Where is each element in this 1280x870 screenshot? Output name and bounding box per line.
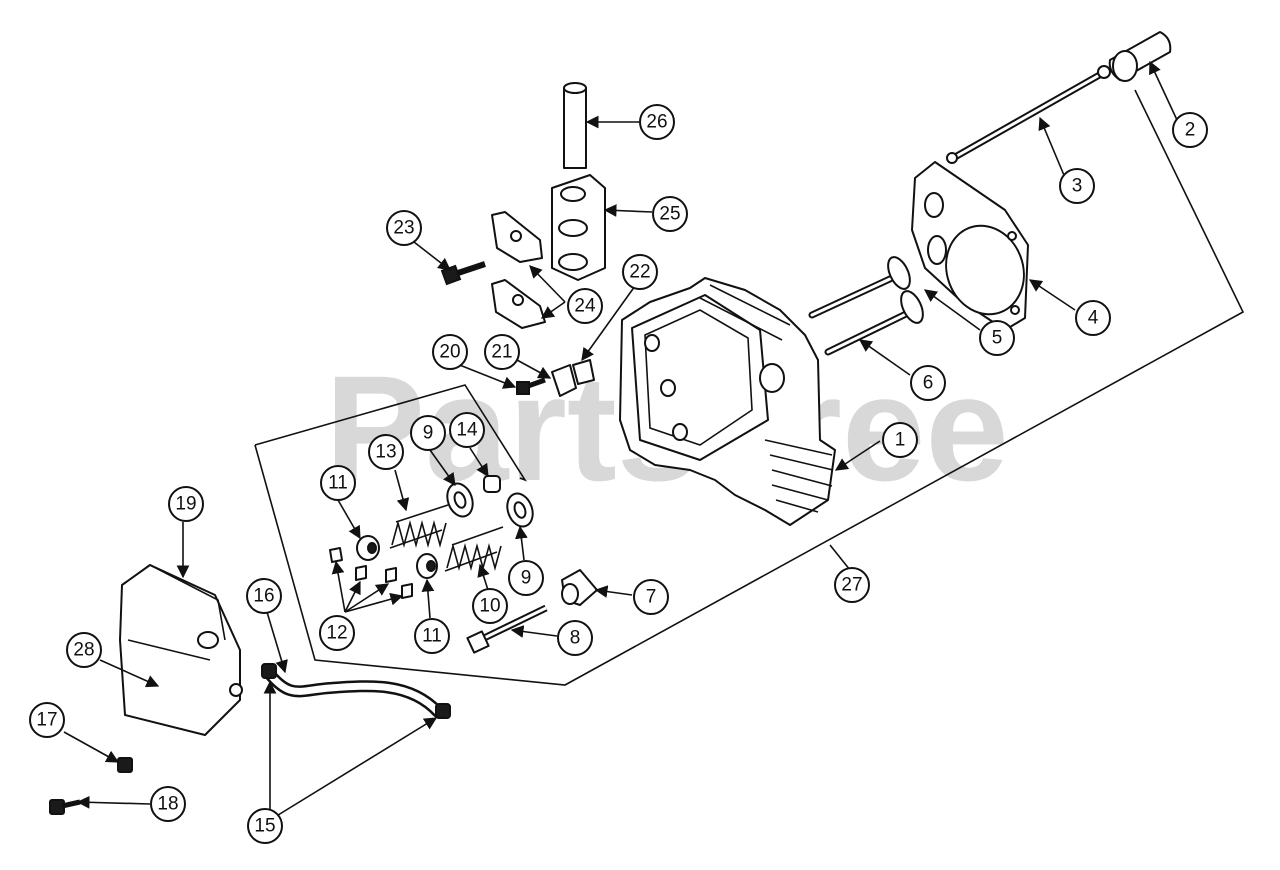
- callout-12: 12: [319, 615, 355, 651]
- push-rod-part-3: [946, 65, 1111, 164]
- leader-lines: [63, 60, 1178, 821]
- svg-text:20: 20: [439, 342, 460, 363]
- svg-text:11: 11: [328, 473, 348, 494]
- svg-text:2: 2: [1185, 120, 1196, 141]
- valve-part-6: [824, 290, 924, 356]
- spring-retainer-part-9-lower: [506, 492, 534, 528]
- cylinder-head-part-1: [619, 277, 836, 526]
- callout-2: 2: [1172, 112, 1208, 148]
- bolt-part-18: [49, 799, 81, 815]
- svg-text:4: 4: [1088, 308, 1099, 329]
- bolt-part-8: [466, 604, 548, 654]
- rocker-cover-part-19: [119, 564, 243, 736]
- svg-text:15: 15: [254, 816, 275, 837]
- rocker-arm-part-24-lower: [491, 279, 546, 329]
- callout-11-lower: 11: [414, 618, 450, 654]
- callout-17: 17: [29, 702, 65, 738]
- callout-15: 15: [247, 808, 283, 844]
- callout-11-upper: 11: [320, 465, 356, 501]
- bracket-part-21: [551, 364, 577, 397]
- svg-text:9: 9: [423, 423, 434, 444]
- callout-13: 13: [368, 434, 404, 470]
- rocker-arm-part-24-upper: [491, 211, 543, 263]
- callout-24: 24: [567, 288, 603, 324]
- callout-21: 21: [484, 334, 520, 370]
- svg-text:22: 22: [629, 262, 650, 283]
- svg-text:28: 28: [73, 640, 94, 661]
- callout-8: 8: [557, 620, 593, 656]
- svg-text:19: 19: [175, 494, 196, 515]
- bolt-part-23: [440, 261, 486, 286]
- svg-text:27: 27: [841, 575, 862, 596]
- valve-seal-part-14: [483, 475, 501, 493]
- callout-20: 20: [432, 334, 468, 370]
- callout-28: 28: [66, 632, 102, 668]
- kit-boundary-27: [254, 384, 527, 482]
- hose-clamp-part-15-left: [261, 663, 277, 679]
- svg-text:17: 17: [36, 710, 57, 731]
- spacer-part-7: [561, 569, 598, 606]
- valve-spring-part-10: [444, 526, 504, 572]
- valve-part-5: [808, 256, 911, 319]
- svg-text:7: 7: [646, 587, 657, 608]
- callout-7: 7: [633, 579, 669, 615]
- callout-10: 10: [472, 588, 508, 624]
- tappet-part-2: [1108, 31, 1172, 82]
- callout-19: 19: [168, 486, 204, 522]
- rocker-bracket-part-25: [551, 174, 606, 281]
- svg-text:25: 25: [659, 204, 680, 225]
- callout-25: 25: [652, 196, 688, 232]
- callout-9-lower: 9: [508, 560, 544, 596]
- callout-27: 27: [834, 567, 870, 603]
- svg-text:3: 3: [1072, 176, 1083, 197]
- callout-9-upper: 9: [410, 415, 446, 451]
- kit-boundary-27-lower: [254, 89, 1245, 686]
- svg-text:10: 10: [479, 596, 500, 617]
- svg-text:5: 5: [992, 328, 1003, 349]
- svg-text:18: 18: [157, 794, 178, 815]
- breather-tube-part-16: [262, 666, 444, 718]
- svg-text:26: 26: [646, 112, 667, 133]
- callout-1: 1: [882, 422, 918, 458]
- callout-26: 26: [639, 104, 675, 140]
- callout-16: 16: [246, 578, 282, 614]
- svg-text:14: 14: [456, 420, 478, 441]
- svg-text:23: 23: [393, 218, 414, 239]
- svg-text:21: 21: [491, 342, 512, 363]
- hose-clamp-part-15-right: [435, 703, 451, 719]
- callout-3: 3: [1059, 168, 1095, 204]
- svg-text:8: 8: [570, 628, 581, 649]
- callout-4: 4: [1075, 300, 1111, 336]
- svg-text:13: 13: [375, 442, 396, 463]
- washer-part-11-lower: [416, 553, 438, 579]
- rocker-shaft-part-26: [563, 82, 587, 169]
- valve-spring-part-13: [389, 504, 449, 549]
- callout-23: 23: [386, 210, 422, 246]
- svg-text:12: 12: [326, 623, 347, 644]
- nut-part-17: [117, 757, 133, 773]
- washer-part-11-upper: [356, 535, 380, 561]
- callout-5: 5: [979, 320, 1015, 356]
- head-gasket-part-4: [911, 161, 1029, 331]
- bracket-part-22: [572, 359, 595, 385]
- callout-6: 6: [910, 365, 946, 401]
- svg-text:11: 11: [422, 626, 442, 647]
- callout-22: 22: [622, 254, 658, 290]
- callout-18: 18: [150, 786, 186, 822]
- svg-text:6: 6: [923, 373, 934, 394]
- callout-14: 14: [449, 412, 485, 448]
- svg-text:16: 16: [253, 586, 274, 607]
- svg-text:1: 1: [895, 430, 906, 451]
- valve-keepers-part-12: [329, 547, 413, 599]
- bolt-part-20: [516, 377, 546, 395]
- svg-text:24: 24: [574, 296, 596, 317]
- svg-text:9: 9: [521, 568, 532, 589]
